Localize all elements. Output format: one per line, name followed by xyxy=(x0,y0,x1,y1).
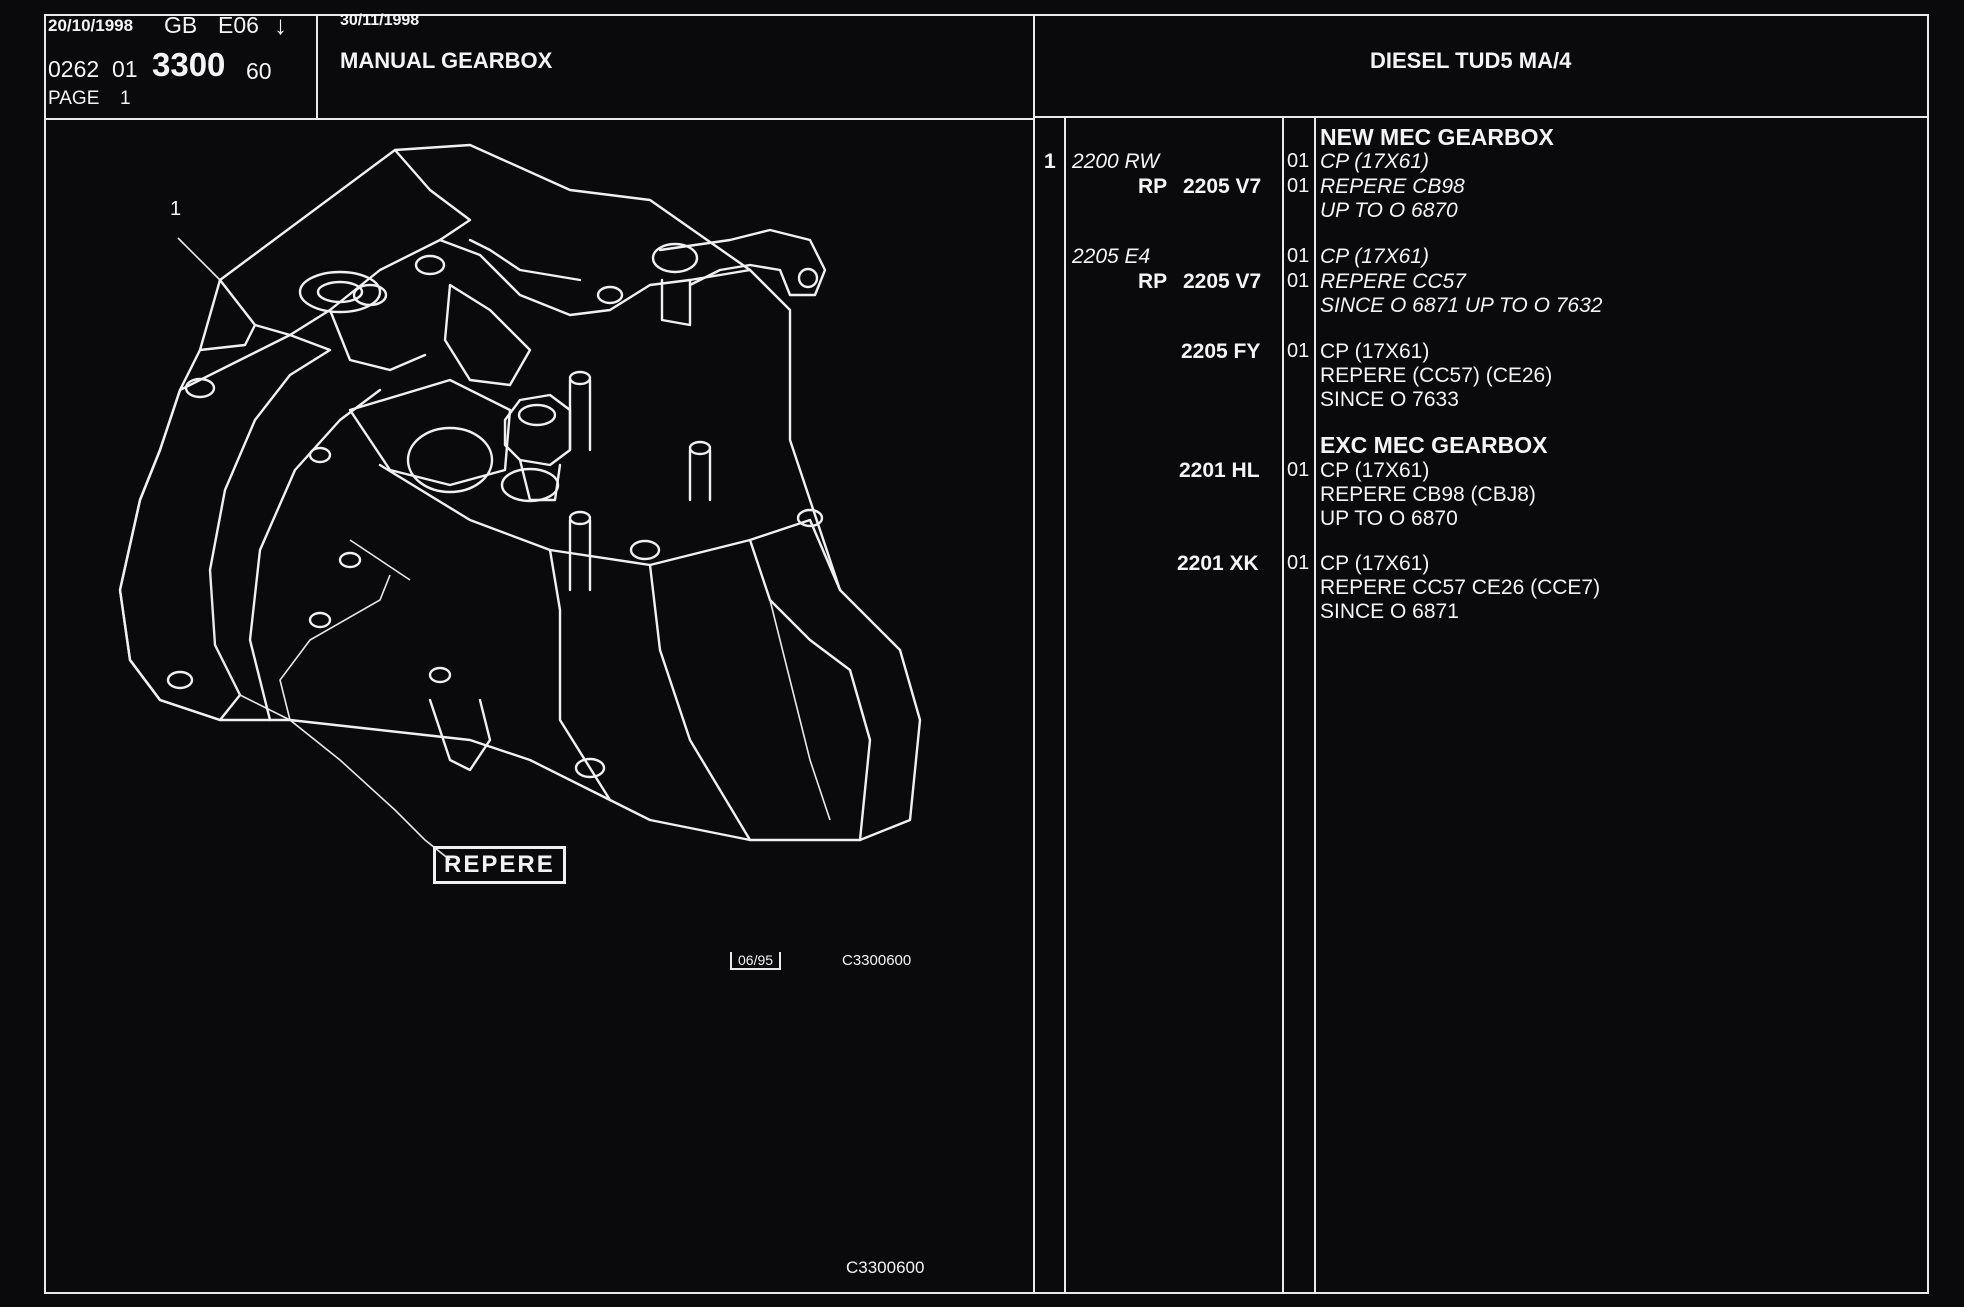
right-panel-frame xyxy=(1033,14,1929,1294)
parts-col-2 xyxy=(1282,118,1284,1294)
bottom-code: C3300600 xyxy=(846,1258,925,1277)
row1-item-number: 1 xyxy=(1044,150,1056,173)
row5-desc-2: REPERE (CC57) (CE26) xyxy=(1320,364,1553,387)
row7-desc-1: CP (17X61) xyxy=(1320,552,1430,575)
row4-desc-2: SINCE O 6871 UP TO O 7632 xyxy=(1320,294,1603,317)
section-exc-mec-title: EXC MEC GEARBOX xyxy=(1320,432,1548,458)
e-code: E06 xyxy=(218,12,259,38)
row2-ref: 2205 V7 xyxy=(1183,175,1262,198)
date-right: 30/11/1998 xyxy=(340,12,420,29)
page-number: 1 xyxy=(120,88,131,109)
row5-ref: 2205 FY xyxy=(1181,340,1261,363)
page-label: PAGE xyxy=(48,88,100,109)
date-left: 20/10/1998 xyxy=(48,16,134,35)
row6-ref: 2201 HL xyxy=(1179,459,1260,482)
parts-col-1 xyxy=(1064,118,1066,1294)
row2-desc-1: REPERE CB98 xyxy=(1320,175,1465,198)
row4-qty: 01 xyxy=(1287,270,1310,292)
ref-prefix-b: 01 xyxy=(112,56,138,82)
ref-main: 3300 xyxy=(152,46,226,83)
row1-ref: 2200 RW xyxy=(1072,150,1160,173)
row7-desc-3: SINCE O 6871 xyxy=(1320,600,1459,623)
row1-qty: 01 xyxy=(1287,150,1310,172)
row4-rp: RP xyxy=(1138,270,1168,293)
stamp-code: C3300600 xyxy=(842,952,912,969)
row4-ref: 2205 V7 xyxy=(1183,270,1262,293)
row5-qty: 01 xyxy=(1287,340,1310,362)
ref-suffix: 60 xyxy=(246,58,272,84)
row3-ref: 2205 E4 xyxy=(1072,245,1151,268)
parts-col-3 xyxy=(1314,118,1316,1294)
row5-desc-1: CP (17X61) xyxy=(1320,340,1430,363)
row5-desc-3: SINCE O 7633 xyxy=(1320,388,1459,411)
row6-qty: 01 xyxy=(1287,459,1310,481)
row2-qty: 01 xyxy=(1287,175,1310,197)
engine-title: DIESEL TUD5 MA/4 xyxy=(1370,48,1572,73)
ref-prefix-a: 0262 xyxy=(48,56,100,82)
repere-label: REPERE xyxy=(433,846,566,884)
row2-rp: RP xyxy=(1138,175,1168,198)
row7-qty: 01 xyxy=(1287,552,1310,574)
row3-qty: 01 xyxy=(1287,245,1310,267)
row1-desc-1: CP (17X61) xyxy=(1320,150,1429,173)
row6-desc-1: CP (17X61) xyxy=(1320,459,1430,482)
section-new-mec-title: NEW MEC GEARBOX xyxy=(1320,124,1554,150)
row4-desc-1: REPERE CC57 xyxy=(1320,270,1466,293)
row2-desc-2: UP TO O 6870 xyxy=(1320,199,1458,222)
page-title: MANUAL GEARBOX xyxy=(340,48,553,73)
row3-desc-1: CP (17X61) xyxy=(1320,245,1429,268)
row6-desc-3: UP TO O 6870 xyxy=(1320,507,1458,530)
row7-ref: 2201 XK xyxy=(1177,552,1259,575)
row7-desc-2: REPERE CC57 CE26 (CCE7) xyxy=(1320,576,1601,599)
down-arrow-icon: ↓ xyxy=(274,10,287,40)
row6-desc-2: REPERE CB98 (CBJ8) xyxy=(1320,483,1536,506)
stamp-date: 06/95 xyxy=(730,952,782,970)
left-header-divider xyxy=(44,118,1035,120)
gb-code: GB xyxy=(164,12,198,38)
gearbox-illustration xyxy=(118,143,922,861)
right-header-divider xyxy=(1033,116,1929,118)
callout-number: 1 xyxy=(170,198,182,220)
header-col-divider xyxy=(316,14,318,120)
